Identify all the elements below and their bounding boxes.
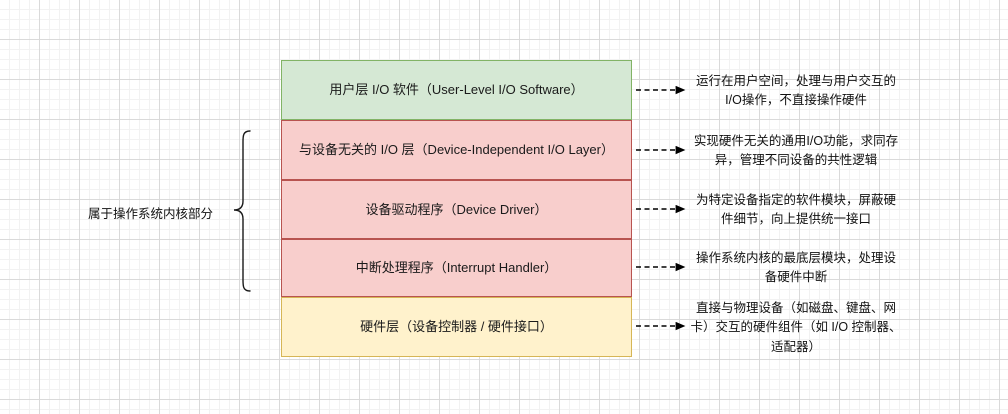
- annotation-device-independent-io-layer: 实现硬件无关的通用I/O功能，求同存异，管理不同设备的共性逻辑: [693, 134, 899, 168]
- layer-box-hardware-layer[interactable]: 硬件层（设备控制器 / 硬件接口）: [281, 297, 632, 357]
- annotation-device-driver: 为特定设备指定的软件模块，屏蔽硬件细节，向上提供统一接口: [695, 193, 896, 227]
- annotation-interrupt-handler: 操作系统内核的最底层模块，处理设备硬件中断: [695, 251, 896, 285]
- layer-box-interrupt-handler[interactable]: 中断处理程序（Interrupt Handler）: [281, 239, 632, 297]
- layer-box-device-driver[interactable]: 设备驱动程序（Device Driver）: [281, 180, 632, 239]
- annotation-hardware-layer: 直接与物理设备（如磁盘、键盘、网卡）交互的硬件组件（如 I/O 控制器、适配器）: [690, 301, 902, 354]
- layer-box-device-independent-io-layer[interactable]: 与设备无关的 I/O 层（Device-Independent I/O Laye…: [281, 120, 632, 180]
- kernel-group-label: 属于操作系统内核部分: [88, 207, 214, 221]
- annotation-user-level-io-software: 运行在用户空间，处理与用户交互的I/O操作，不直接操作硬件: [695, 74, 896, 108]
- kernel-group-brace: [233, 130, 251, 292]
- layer-box-user-level-io-software[interactable]: 用户层 I/O 软件（User-Level I/O Software）: [281, 60, 632, 120]
